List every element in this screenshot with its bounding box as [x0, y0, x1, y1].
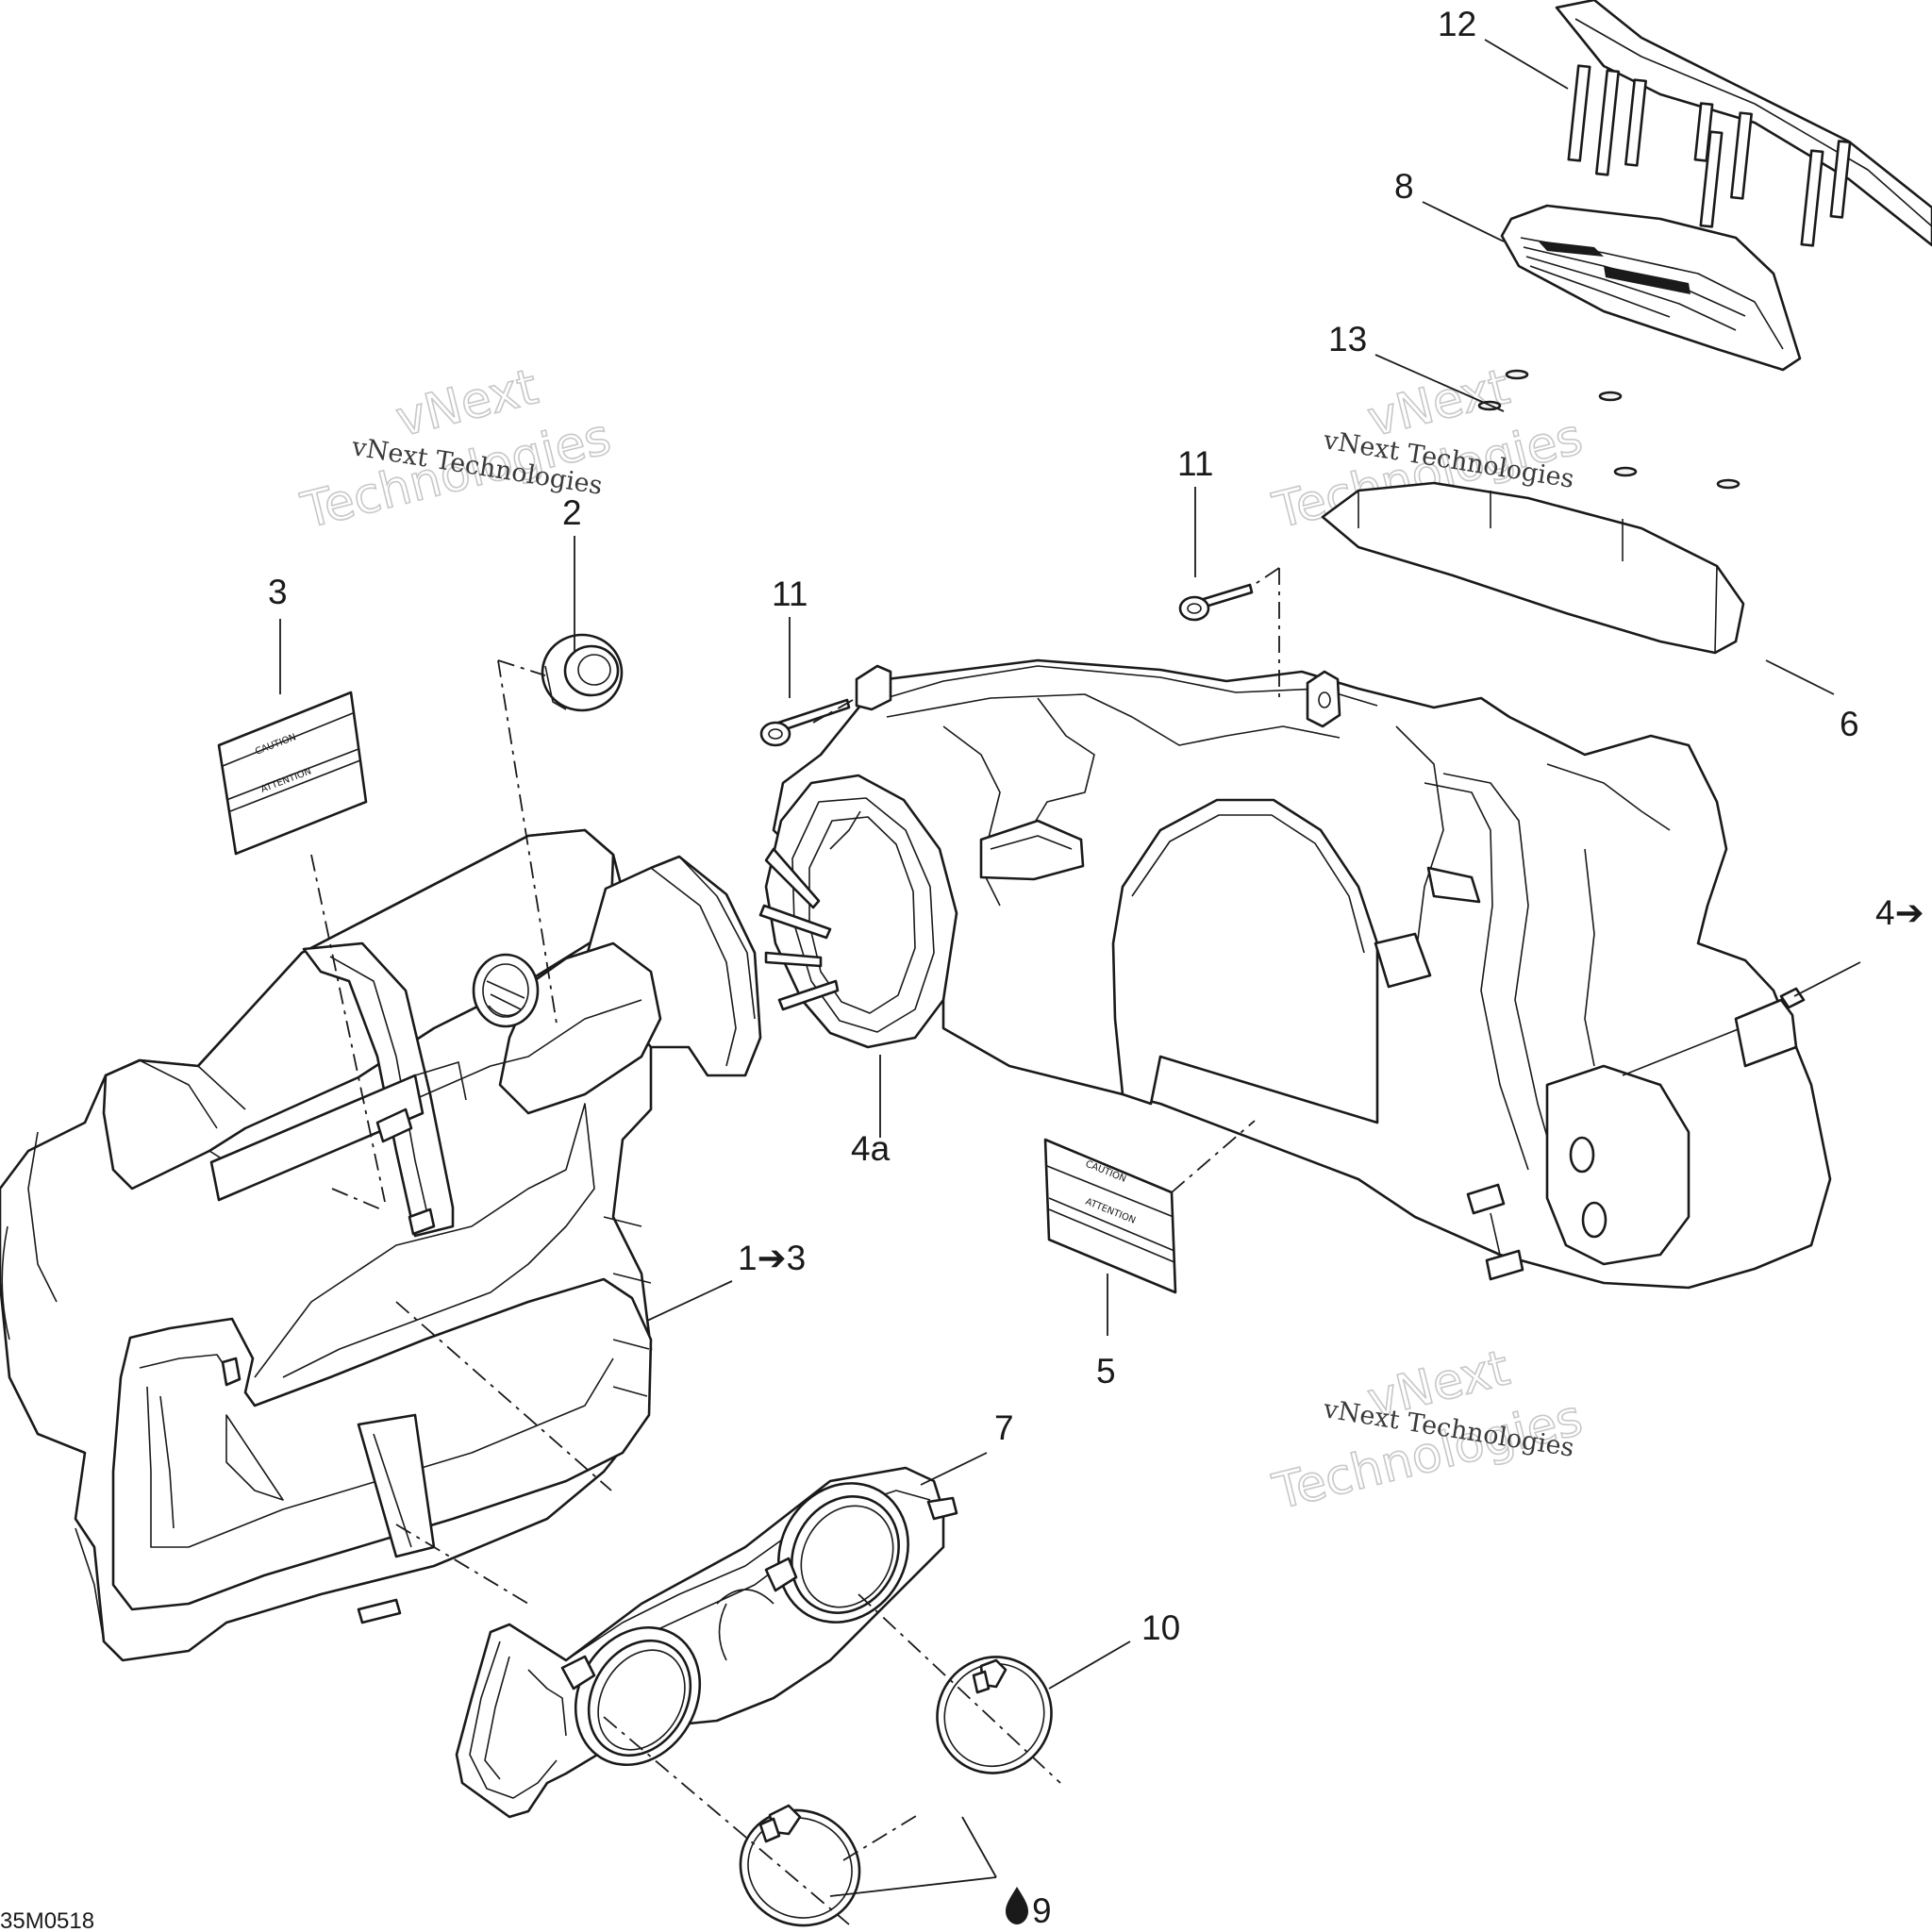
callout-labels: 12 8 13 6 11 11 2 3 4a 5 4➔ 1➔3 7 10 9 3… [0, 5, 1924, 1932]
part-12-console [1555, 0, 1932, 247]
callout-1: 1➔3 [738, 1239, 806, 1277]
part-11-bolt-right [1178, 583, 1254, 622]
leader-lines [279, 39, 1861, 1897]
callout-4: 4➔ [1875, 893, 1924, 932]
callout-4a: 4a [851, 1129, 891, 1168]
callout-11-right: 11 [1177, 444, 1213, 483]
part-4-intake-housing [758, 658, 1832, 1290]
part-7-adapter-plate [455, 1466, 958, 1819]
drawing-code: 35M0518 [0, 1908, 94, 1932]
console-studs [1567, 64, 1852, 247]
part-6-foam-pad [1321, 481, 1745, 655]
part-5-decal: CAUTION ATTENTION [1043, 1138, 1177, 1294]
callout-5: 5 [1096, 1352, 1116, 1391]
callout-9: 9 [1032, 1891, 1052, 1930]
part-9-clamp [739, 1804, 861, 1927]
callout-3: 3 [268, 573, 288, 611]
callout-7: 7 [994, 1408, 1014, 1447]
part-3-decal: CAUTION ATTENTION [217, 691, 368, 856]
callout-10: 10 [1141, 1608, 1180, 1647]
callout-13: 13 [1328, 320, 1367, 358]
part-10-clamp [936, 1656, 1053, 1774]
callout-11-left: 11 [772, 575, 808, 613]
callout-12: 12 [1438, 5, 1476, 43]
callout-2: 2 [562, 493, 582, 532]
callout-6: 6 [1840, 705, 1859, 743]
assembly-lines [310, 567, 1280, 1925]
callout-8: 8 [1394, 167, 1414, 206]
lubricant-drop-icon [1006, 1887, 1028, 1924]
part-2-grommet [541, 633, 624, 712]
part-11-bolt-left [759, 698, 851, 747]
part-1-intake-silencer [0, 828, 762, 1662]
part-13-clips [1477, 369, 1740, 490]
part-8-vent-grille [1500, 204, 1802, 372]
